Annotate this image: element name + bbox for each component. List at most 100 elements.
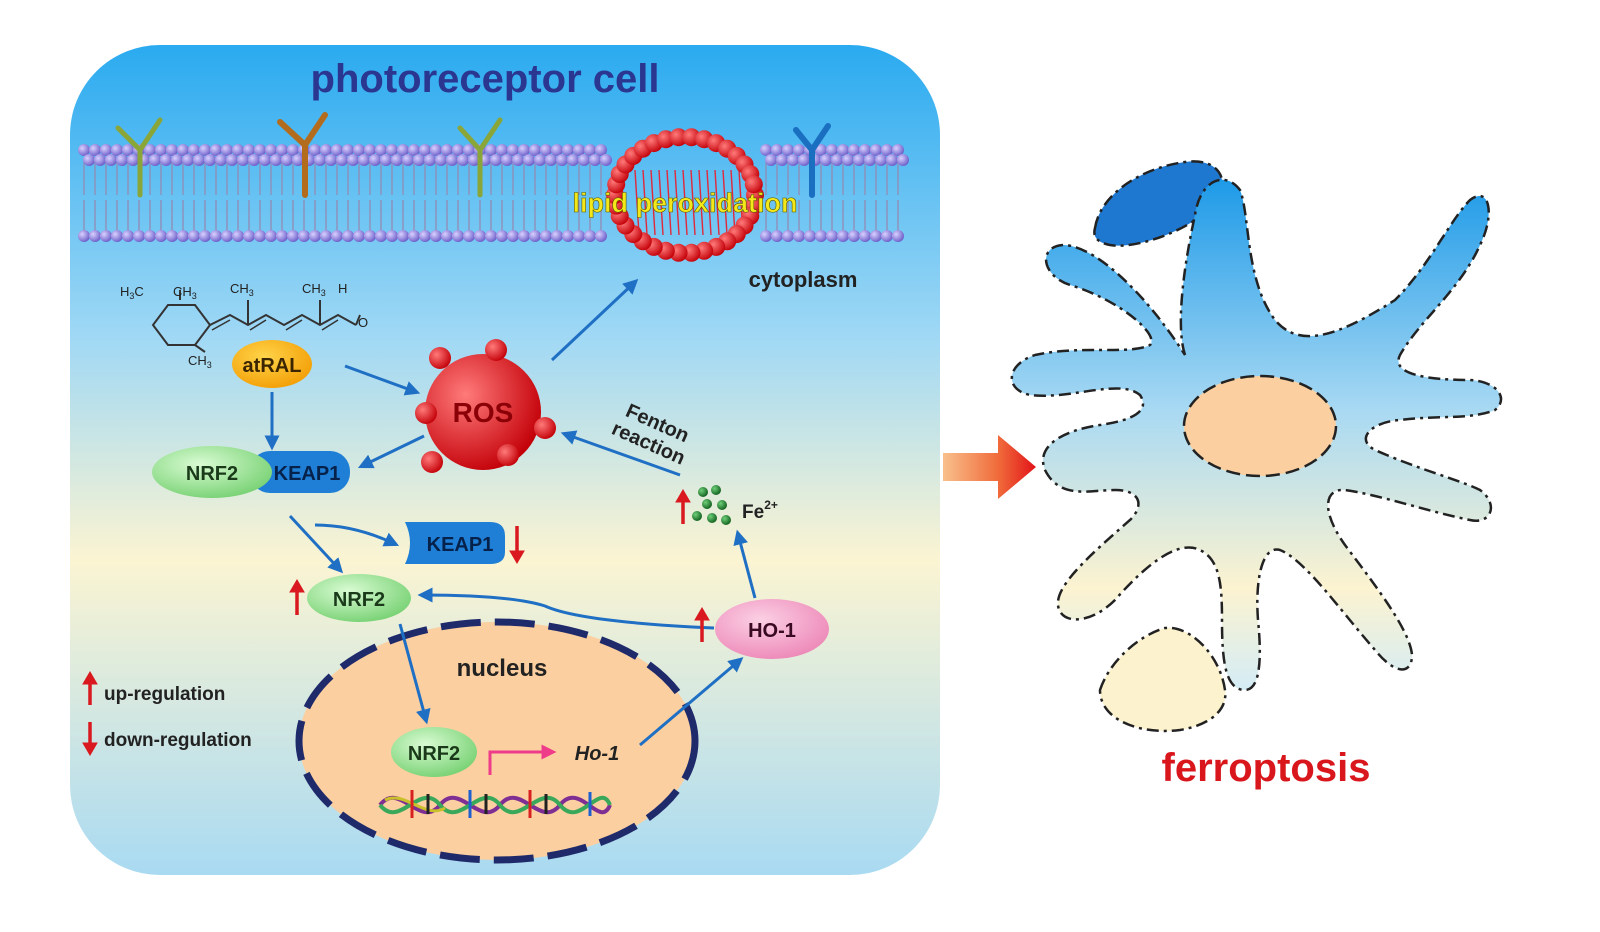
ferroptotic-nucleus [1182, 374, 1338, 478]
lipid-head [859, 144, 871, 156]
nrf2-free-label: NRF2 [333, 589, 385, 611]
arrow-gene-to-ho1 [639, 657, 744, 747]
ho1-protein-node [715, 599, 829, 659]
transcription-arrow [488, 744, 557, 775]
lipid-head [111, 144, 123, 156]
lipid-head [419, 230, 431, 242]
lipid-head [144, 230, 156, 242]
svg-text:CH3: CH3 [173, 284, 197, 301]
lipid-head [881, 230, 893, 242]
lipid-head [430, 144, 442, 156]
lipid-head [375, 230, 387, 242]
lipid-head [320, 230, 332, 242]
lipid-head [529, 144, 541, 156]
lipid-head [325, 154, 337, 166]
lipid-head [380, 154, 392, 166]
lipid-head [452, 144, 464, 156]
lipid-head [78, 144, 90, 156]
up-arrow-ho1 [694, 607, 710, 642]
lipid-head [793, 230, 805, 242]
svg-text:O: O [358, 315, 368, 330]
arrow-ros-to-lipid [550, 278, 639, 362]
lipid-head [760, 144, 772, 156]
lipid-head [820, 154, 832, 166]
atral-label: atRAL [243, 355, 302, 377]
lipid-head [342, 230, 354, 242]
lipid-head [881, 144, 893, 156]
lipid-head [892, 230, 904, 242]
nucleus-label: nucleus [457, 655, 548, 682]
lipid-head [89, 230, 101, 242]
lipid-head [353, 230, 365, 242]
lipid-head [193, 154, 205, 166]
lipid-head [83, 154, 95, 166]
lipid-head [155, 230, 167, 242]
lipid-head [166, 230, 178, 242]
lipid-head [331, 230, 343, 242]
lipid-head [595, 144, 607, 156]
arrow-atral-to-ros [344, 364, 421, 396]
lipid-head [446, 154, 458, 166]
lipid-head [309, 230, 321, 242]
lipid-head [853, 154, 865, 166]
lipid-head [369, 154, 381, 166]
membrane-receptor-olive [457, 117, 503, 198]
lipid-head [122, 144, 134, 156]
lipid-head [837, 230, 849, 242]
peroxidized-lipid [682, 243, 701, 262]
lipid-head [402, 154, 414, 166]
transition-arrow [943, 435, 1036, 499]
lipid-head [540, 144, 552, 156]
lipid-head [573, 144, 585, 156]
lipid-head [870, 230, 882, 242]
lipid-head [562, 230, 574, 242]
lipid-head [243, 144, 255, 156]
lipid-head [210, 144, 222, 156]
lipid-head [760, 230, 772, 242]
lipid-head [842, 154, 854, 166]
lipid-head [518, 144, 530, 156]
arrow-ho1-to-fe [733, 529, 757, 599]
lipid-head [364, 230, 376, 242]
lipid-head [281, 154, 293, 166]
lipid-head [419, 144, 431, 156]
lipid-head [215, 154, 227, 166]
lipid-head [116, 154, 128, 166]
lipid-head [567, 154, 579, 166]
lipid-head [815, 144, 827, 156]
lipid-head [133, 230, 145, 242]
lipid-peroxidation-label: lipid peroxidation [572, 188, 797, 218]
lipid-head [468, 154, 480, 166]
ferroptosis-label: ferroptosis [1162, 746, 1371, 790]
down-arrow-keap1 [509, 526, 525, 564]
lipid-head [276, 144, 288, 156]
atral-node [232, 340, 312, 388]
lipid-head [518, 230, 530, 242]
regulation-markers [289, 489, 710, 642]
lipid-head [221, 230, 233, 242]
lipid-head [441, 230, 453, 242]
lipid-head [529, 230, 541, 242]
complex-nrf2-label: NRF2 [186, 463, 238, 485]
lipid-head [210, 230, 222, 242]
lipid-head [188, 230, 200, 242]
arrow-ros-to-complex [357, 434, 425, 469]
svg-text:CH3: CH3 [188, 353, 212, 370]
lipid-head [232, 144, 244, 156]
lipid-head [485, 144, 497, 156]
lipid-head [584, 230, 596, 242]
lipid-head [787, 154, 799, 166]
legend-up-label: up-regulation [104, 684, 225, 705]
lipid-head [342, 144, 354, 156]
lipid-head [314, 154, 326, 166]
lipid-head [364, 144, 376, 156]
lipid-head [413, 154, 425, 166]
lipid-head [556, 154, 568, 166]
lipid-head [804, 230, 816, 242]
lipid-head [94, 154, 106, 166]
atral-chemical-structure [151, 290, 361, 353]
lipid-head [292, 154, 304, 166]
lipid-head [122, 230, 134, 242]
lipid-head [144, 144, 156, 156]
